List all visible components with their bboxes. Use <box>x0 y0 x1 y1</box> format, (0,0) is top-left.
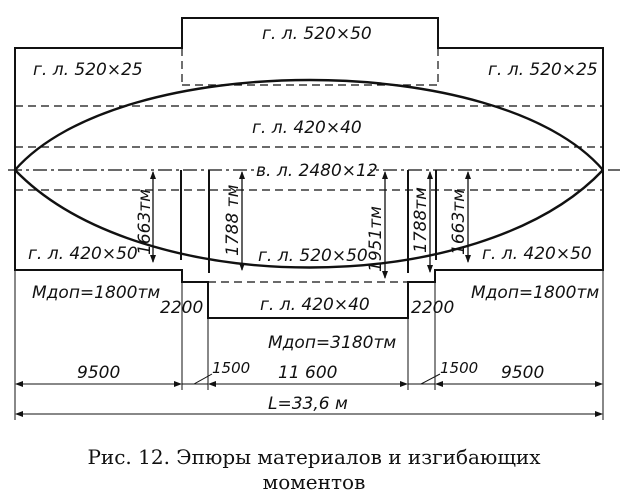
dimension-label: 9500 <box>77 363 120 383</box>
moment-label: 1663тм <box>449 189 469 255</box>
moment-curve-upper <box>14 78 604 171</box>
plate-label: г. л. 420×40 <box>252 118 362 138</box>
allowable-moment-label: Mдоп=1800тм <box>32 283 160 303</box>
plate-label: в. л. 2480×12 <box>256 161 378 181</box>
offset-label: 2200 <box>411 298 454 318</box>
figure-caption-line-1: Рис. 12. Эпюры материалов и изгибающих <box>87 445 541 469</box>
moment-curve-lower <box>14 169 604 269</box>
moment-label: 1951тм <box>366 206 386 272</box>
dimension-label: 9500 <box>501 363 544 383</box>
dimension-label: 1500 <box>440 359 478 377</box>
top-material-outline <box>14 17 604 170</box>
plate-label: г. л. 420×50 <box>482 244 592 264</box>
total-length-label: L=33,6 м <box>268 394 348 414</box>
plate-label: г. л. 520×25 <box>33 60 143 80</box>
plate-label: г. л. 520×25 <box>488 60 598 80</box>
figure-caption-line-2: моментов <box>263 470 366 494</box>
dimension-label: 11 600 <box>278 363 337 383</box>
plate-label: г. л. 520×50 <box>262 24 372 44</box>
plate-label: г. л. 520×50 <box>258 246 368 266</box>
plate-label: г. л. 420×50 <box>28 244 138 264</box>
dimension-label: 1500 <box>212 359 250 377</box>
moment-label: 1663тм <box>135 189 155 255</box>
moment-label: 1788тм <box>411 187 431 253</box>
moment-label: 1788 тм <box>223 184 243 256</box>
dimension-leader <box>193 373 213 385</box>
allowable-moment-label: Mдоп=3180тм <box>268 333 396 353</box>
offset-label: 2200 <box>160 298 203 318</box>
plate-label: г. л. 420×40 <box>260 295 370 315</box>
allowable-moment-label: Mдоп=1800тм <box>471 283 599 303</box>
dimension-leader <box>420 373 441 385</box>
bottom-material-outline <box>14 170 604 319</box>
